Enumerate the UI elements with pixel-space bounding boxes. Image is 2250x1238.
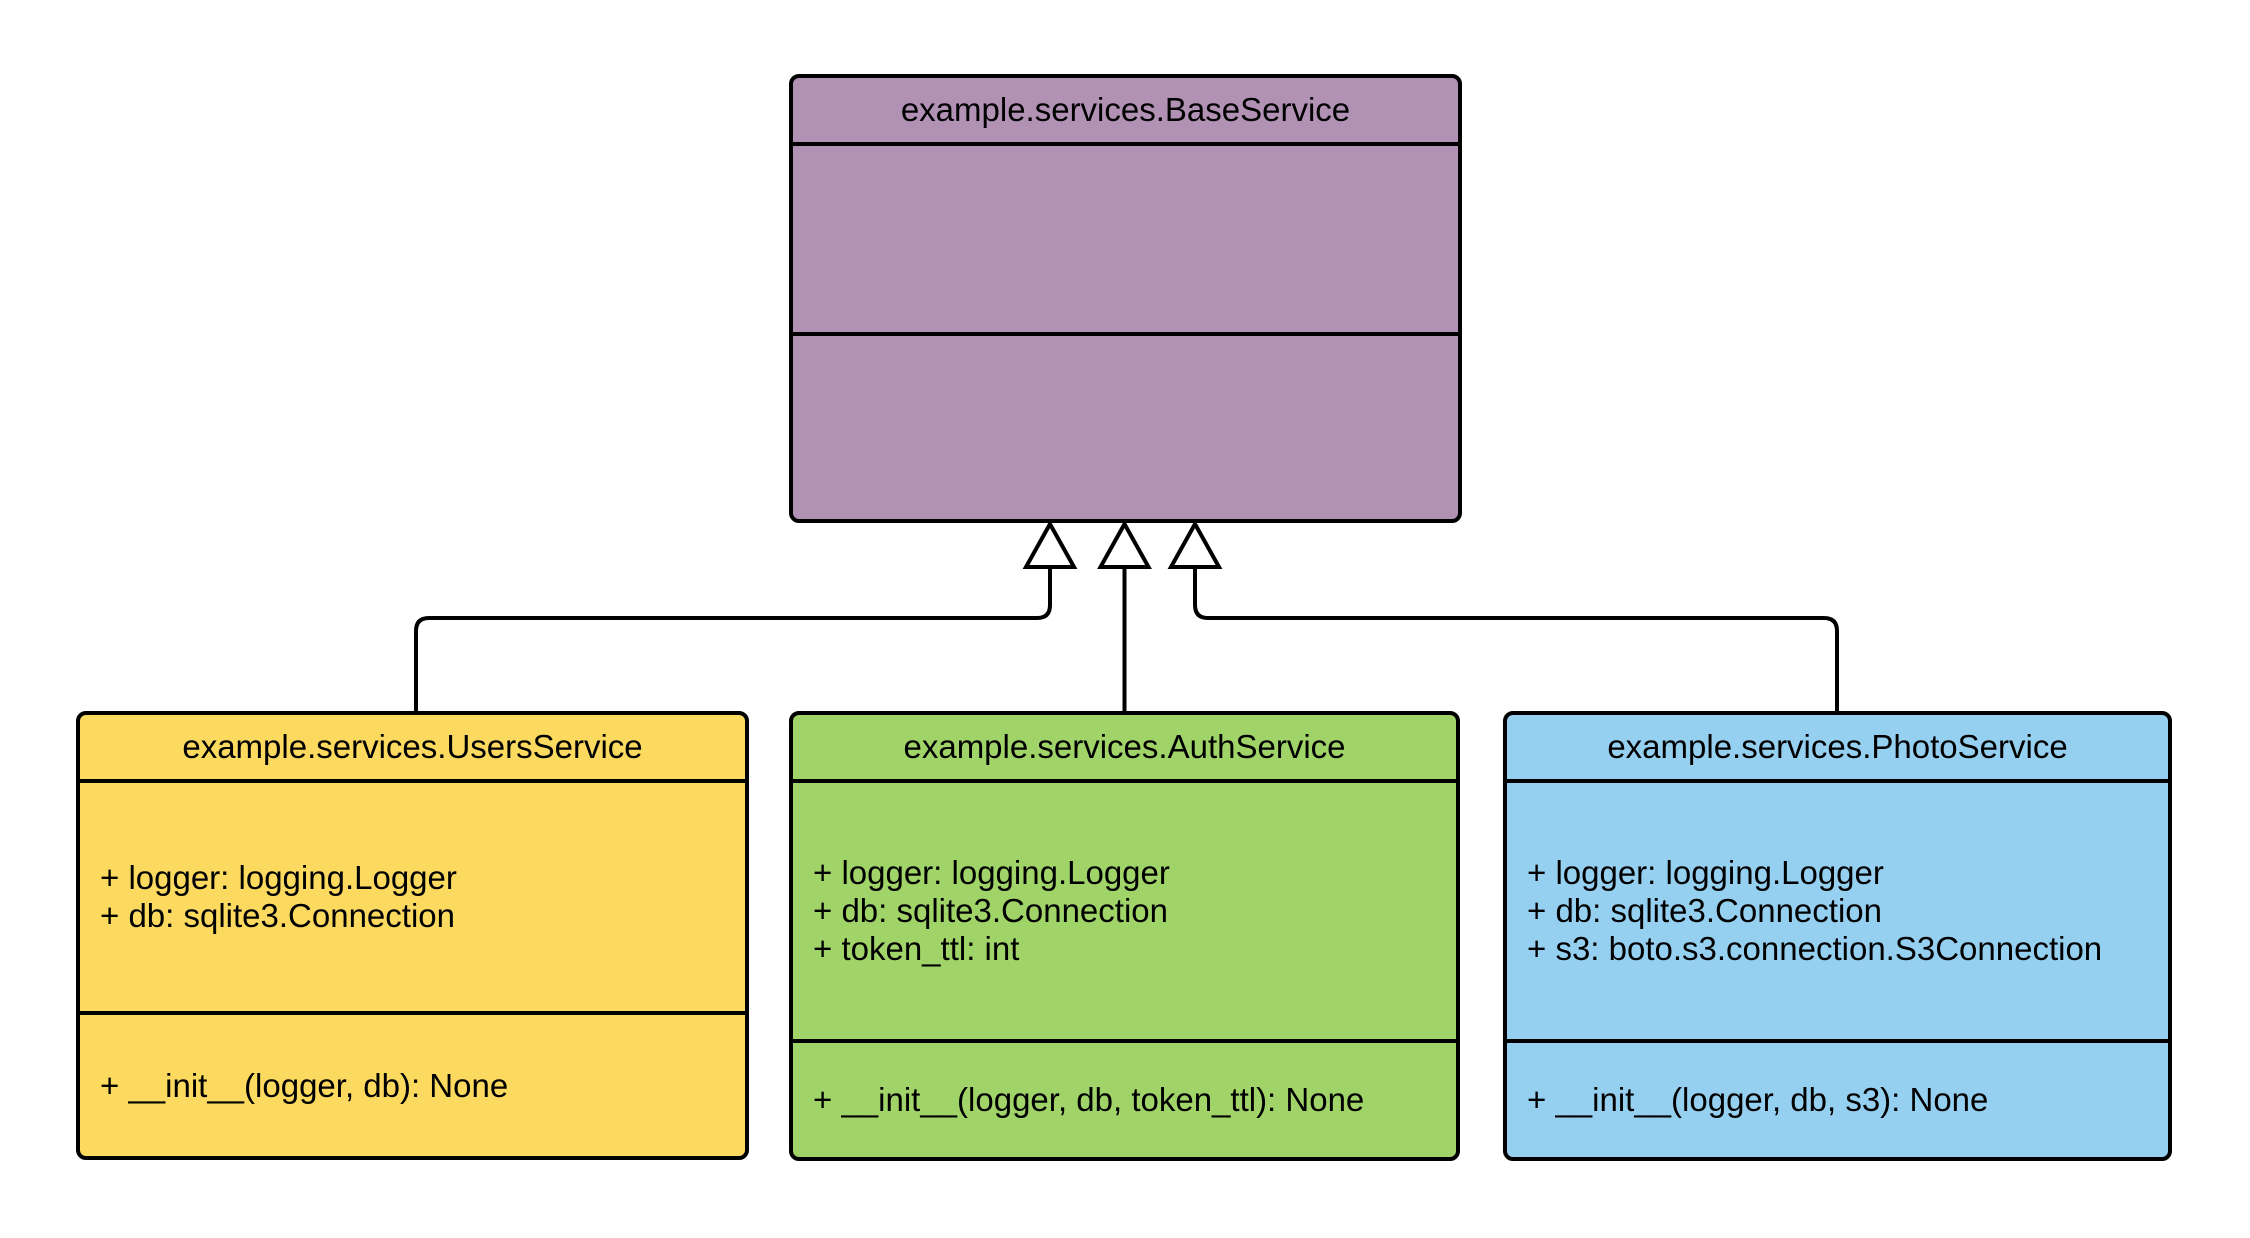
attribute-row: + logger: logging.Logger (1527, 854, 1884, 891)
class-methods-section: + __init__(logger, db): None (80, 1011, 745, 1156)
class-title: example.services.PhotoService (1607, 728, 2068, 765)
class-title: example.services.BaseService (900, 91, 1351, 128)
class-title: example.services.UsersService (182, 728, 643, 765)
method-row: + __init__(logger, db): None (100, 1066, 509, 1104)
class-box-baseservice: example.services.BaseService (789, 74, 1462, 523)
class-title: example.services.AuthService (903, 728, 1346, 765)
method-row: + __init__(logger, db, token_ttl): None (813, 1081, 1365, 1118)
inheritance-connector-photo (1193, 567, 1839, 711)
inheritance-triangle-users (1022, 519, 1078, 569)
attribute-row: + logger: logging.Logger (813, 854, 1170, 891)
inheritance-connectors (414, 519, 1839, 711)
attribute-row: + db: sqlite3.Connection (1527, 892, 1882, 929)
inheritance-triangle-auth (1097, 519, 1152, 569)
class-box-usersservice: example.services.UsersService + logger: … (76, 711, 749, 1160)
attribute-row: + token_ttl: int (813, 930, 1020, 967)
attribute-row: + db: sqlite3.Connection (813, 892, 1168, 929)
class-attributes-section: + logger: logging.Logger + db: sqlite3.C… (1507, 779, 2168, 1039)
method-row: + __init__(logger, db, s3): None (1527, 1081, 1989, 1118)
class-box-photoservice: example.services.PhotoService + logger: … (1503, 711, 2172, 1161)
inheritance-triangle-photo (1167, 519, 1223, 569)
class-attributes-section: + logger: logging.Logger + db: sqlite3.C… (80, 779, 745, 1011)
attribute-row: + db: sqlite3.Connection (100, 897, 455, 934)
attribute-row: + s3: boto.s3.connection.S3Connection (1527, 930, 2103, 967)
class-methods-section: + __init__(logger, db, s3): None (1507, 1039, 2168, 1157)
class-methods-section (793, 332, 1458, 519)
class-methods-section: + __init__(logger, db, token_ttl): None (793, 1039, 1456, 1157)
class-attributes-section (793, 142, 1458, 332)
inheritance-connector-users (414, 567, 1052, 711)
class-box-authservice: example.services.AuthService + logger: l… (789, 711, 1460, 1161)
attribute-row: + logger: logging.Logger (100, 859, 457, 896)
class-attributes-section: + logger: logging.Logger + db: sqlite3.C… (793, 779, 1456, 1039)
